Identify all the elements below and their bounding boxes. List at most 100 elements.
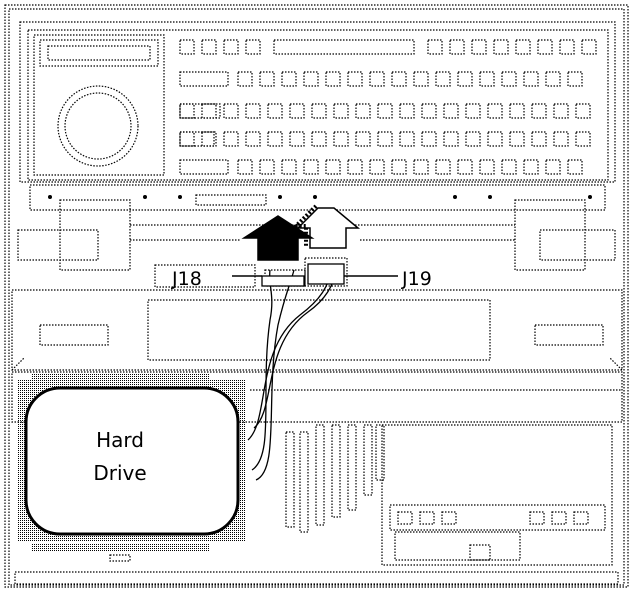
- key: [501, 159, 517, 175]
- key: [245, 131, 261, 147]
- key: [347, 159, 363, 175]
- key: [457, 159, 473, 175]
- j18-label: J18: [171, 268, 202, 290]
- key: [553, 131, 569, 147]
- key: [245, 39, 261, 55]
- chip: [573, 511, 589, 525]
- simm-slot: [363, 424, 373, 496]
- key: [413, 159, 429, 175]
- key: [435, 71, 451, 87]
- key: [545, 71, 561, 87]
- key: [333, 131, 349, 147]
- key: [245, 103, 261, 119]
- chip: [441, 511, 457, 525]
- key: [289, 103, 305, 119]
- key: [281, 159, 297, 175]
- chip: [419, 511, 435, 525]
- key: [201, 131, 217, 147]
- drive-label-line2: Drive: [93, 461, 146, 485]
- key: [559, 39, 575, 55]
- key: [377, 103, 393, 119]
- hard-drive: Hard Drive: [18, 373, 246, 551]
- lower-board: [11, 289, 623, 585]
- key: [267, 103, 283, 119]
- arrows: [241, 204, 361, 261]
- key: [399, 131, 415, 147]
- key: [355, 131, 371, 147]
- key: [281, 71, 297, 87]
- simm-slot: [299, 431, 309, 533]
- key-grid: [179, 39, 597, 175]
- key: [223, 39, 239, 55]
- key: [377, 131, 393, 147]
- key: [531, 131, 547, 147]
- key: [259, 71, 275, 87]
- j19-label: J19: [401, 268, 432, 290]
- key: [523, 71, 539, 87]
- key: [325, 71, 341, 87]
- chip-row: [397, 511, 589, 525]
- key: [201, 39, 217, 55]
- key-wide: [179, 131, 215, 147]
- key: [303, 71, 319, 87]
- drive-label-line1: Hard: [96, 428, 144, 452]
- key: [501, 71, 517, 87]
- key: [355, 103, 371, 119]
- key: [289, 131, 305, 147]
- key: [575, 103, 591, 119]
- key: [531, 103, 547, 119]
- simm-slot: [331, 424, 341, 518]
- key: [537, 39, 553, 55]
- key: [545, 159, 561, 175]
- key: [333, 103, 349, 119]
- key: [471, 39, 487, 55]
- key-space: [273, 39, 415, 55]
- case-outline: [4, 4, 629, 588]
- key: [237, 71, 253, 87]
- key: [413, 71, 429, 87]
- key: [575, 131, 591, 147]
- key: [523, 159, 539, 175]
- key: [515, 39, 531, 55]
- key: [237, 159, 253, 175]
- key: [487, 103, 503, 119]
- key: [369, 71, 385, 87]
- connectors: J18 J19: [171, 263, 432, 290]
- chip: [397, 511, 413, 525]
- key: [223, 103, 239, 119]
- key: [223, 131, 239, 147]
- key: [325, 159, 341, 175]
- simm-slot: [375, 424, 385, 481]
- simm-slot: [315, 424, 325, 526]
- key-wide: [179, 103, 221, 119]
- key: [443, 103, 459, 119]
- key: [311, 131, 327, 147]
- top-panel: [19, 21, 616, 183]
- simm-slots: [285, 424, 385, 533]
- key: [179, 131, 195, 147]
- key: [179, 103, 195, 119]
- key: [427, 39, 443, 55]
- key: [179, 39, 195, 55]
- key: [567, 159, 583, 175]
- key: [391, 159, 407, 175]
- key: [399, 103, 415, 119]
- drive-cables: [247, 269, 337, 481]
- key-wide: [179, 71, 229, 87]
- key: [479, 71, 495, 87]
- key: [369, 159, 385, 175]
- key: [457, 71, 473, 87]
- screws: [48, 195, 592, 199]
- chip: [551, 511, 567, 525]
- key: [201, 103, 217, 119]
- key: [553, 103, 569, 119]
- key: [465, 131, 481, 147]
- key: [509, 131, 525, 147]
- key: [347, 71, 363, 87]
- key: [465, 103, 481, 119]
- simm-slot: [347, 424, 357, 511]
- key-wide: [179, 159, 229, 175]
- key: [567, 71, 583, 87]
